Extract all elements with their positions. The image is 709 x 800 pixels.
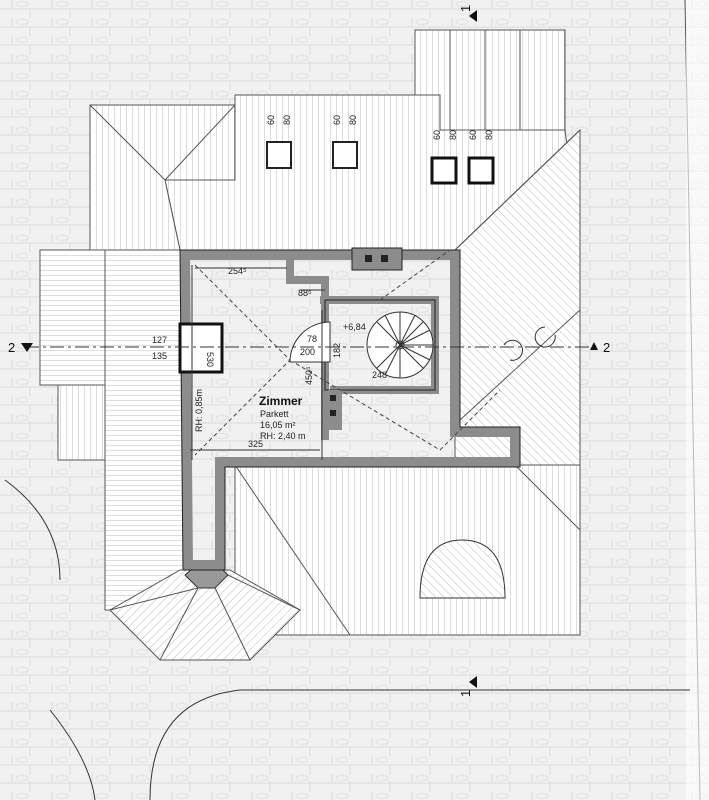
flue-icon — [365, 255, 372, 262]
chimney — [351, 247, 403, 271]
roof-ridge-right — [454, 129, 581, 421]
dim-135: 135 — [152, 351, 167, 361]
outer-walls-outline — [179, 249, 521, 571]
section-arrow-icon — [469, 10, 477, 22]
dim-200: 200 — [300, 347, 315, 357]
rotation-arrow-icon — [503, 326, 556, 361]
dome — [419, 539, 506, 599]
flue-icon — [330, 395, 336, 401]
dim-182: 182 — [332, 343, 342, 358]
svg-text:80: 80 — [348, 115, 358, 125]
roof-ridge-left — [89, 104, 236, 181]
terrace-lines — [449, 30, 521, 130]
svg-text:60: 60 — [468, 130, 478, 140]
svg-text:60: 60 — [266, 115, 276, 125]
roof-window: 60 80 — [332, 115, 358, 169]
room-low-height: RH: 0,85m — [194, 389, 204, 432]
roof-left-strip — [104, 249, 184, 611]
dimension-lines — [190, 265, 325, 460]
door-swing[interactable] — [289, 321, 331, 363]
svg-text:80: 80 — [484, 130, 494, 140]
section-arrow-icon — [590, 342, 598, 350]
room-height: RH: 2,40 m — [260, 431, 306, 441]
spiral-staircase[interactable] — [366, 311, 434, 379]
dim-325: 325 — [248, 439, 263, 449]
dim-127: 127 — [152, 335, 167, 345]
roof-window: 60 80 — [266, 115, 292, 169]
dim-88: 88⁵ — [298, 288, 312, 298]
section-arrow-icon — [469, 676, 477, 688]
dim-248: 248 — [372, 370, 387, 380]
dim-530: 530 — [205, 352, 215, 367]
dim-450: 450⁵ — [304, 366, 314, 385]
roof-window-left — [178, 322, 224, 374]
section-marker-top: 1 — [458, 5, 473, 12]
room-floor: Parkett — [260, 409, 289, 419]
roof-window: 60 80 — [430, 130, 458, 185]
section-marker-right: 2 — [603, 340, 610, 355]
dim-254: 254⁵ — [228, 266, 247, 276]
road-strip — [686, 0, 709, 800]
tower-ridges — [109, 574, 301, 661]
room-name: Zimmer — [259, 394, 303, 408]
svg-text:60: 60 — [332, 115, 342, 125]
garden-path — [4, 479, 690, 800]
annex-left-lower — [57, 384, 109, 461]
section-marker-bottom: 1 — [458, 690, 473, 697]
svg-text:80: 80 — [448, 130, 458, 140]
room-area: 16,05 m² — [260, 420, 296, 430]
flue-icon — [381, 255, 388, 262]
flue-icon — [330, 410, 336, 416]
section-arrow-icon — [21, 343, 33, 352]
roof-window: 60 80 — [467, 130, 495, 185]
level-mark: +6,84 — [343, 322, 366, 332]
svg-text:60: 60 — [432, 130, 442, 140]
dim-78: 78 — [307, 334, 317, 344]
roof-ridge-bottom — [234, 464, 581, 636]
svg-text:80: 80 — [282, 115, 292, 125]
outer-walls — [179, 250, 520, 570]
section-marker-left: 2 — [8, 340, 15, 355]
annex-left — [39, 249, 111, 386]
